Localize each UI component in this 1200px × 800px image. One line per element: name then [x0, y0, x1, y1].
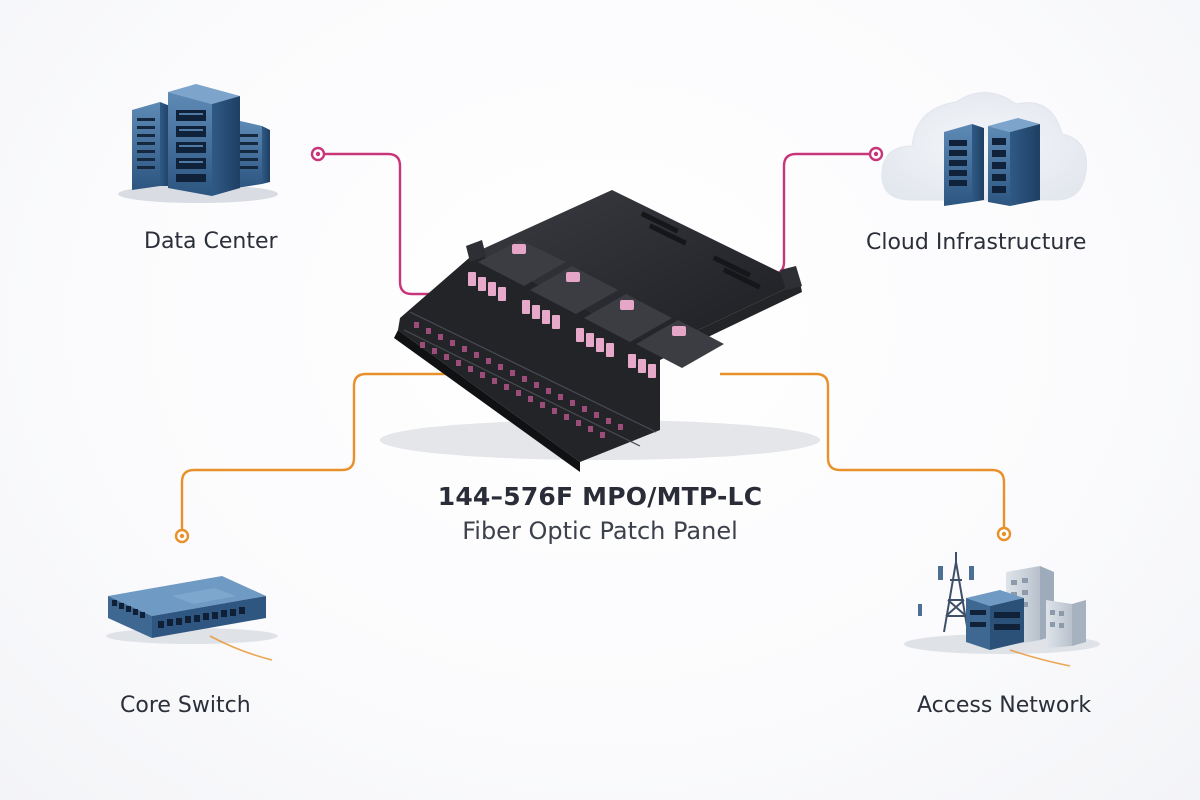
cassette-module: [478, 240, 724, 368]
product-title-sub: Fiber Optic Patch Panel: [462, 517, 738, 545]
label-access-network: Access Network: [917, 693, 1092, 718]
label-cloud-infrastructure: Cloud Infrastructure: [866, 230, 1087, 255]
connector-cloud: [760, 146, 884, 276]
product-title-main: 144–576F MPO/MTP-LC: [437, 482, 763, 511]
city-tower-icon: [904, 552, 1100, 667]
product-title: 144–576F MPO/MTP-LC Fiber Optic Patch Pa…: [350, 482, 850, 545]
label-data-center: Data Center: [144, 229, 278, 254]
server-rack-icon: [118, 84, 278, 203]
connector-access-network: [720, 372, 1012, 542]
label-core-switch: Core Switch: [120, 693, 251, 718]
connector-core-switch: [174, 372, 480, 544]
network-switch-icon: [106, 576, 278, 661]
connector-data-center: [310, 146, 448, 296]
cloud-server-icon: [881, 92, 1087, 206]
fiber-patch-panel-image: [380, 190, 820, 472]
